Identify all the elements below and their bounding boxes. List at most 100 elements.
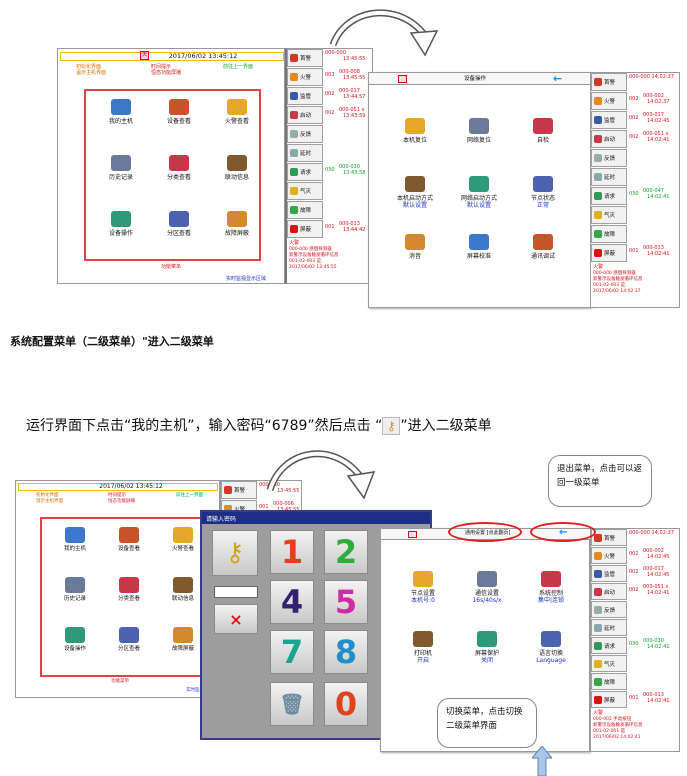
menu-tile[interactable]: 屏幕校准 [451,234,507,260]
digit-2-button[interactable]: 2 [324,530,368,574]
menu-tile[interactable]: 自检 [515,118,571,144]
menu-tile[interactable]: 历史记录 [50,577,100,603]
digit-0-button[interactable]: 0 [324,682,368,726]
menu-tile[interactable]: 本机启动方式默认设置 [387,176,443,209]
digit-4-button[interactable]: 4 [270,580,314,624]
digit-7-button[interactable]: 7 [270,630,314,674]
key-confirm-button[interactable]: ⚷ [212,530,258,576]
sidebar-code: 000-017 [643,112,664,118]
log-title: 火警 [289,240,300,246]
tile-label: 节点设置 [410,590,435,597]
sidebar-label: 监管 [604,118,616,124]
sidebar-code: 000-000 14:02:37 [629,74,674,80]
menu-tile[interactable]: 节点状态正常 [515,176,571,209]
clear-button[interactable]: × [214,604,258,634]
menu-tile[interactable]: 分区查看 [104,627,154,653]
sidebar-button-3[interactable]: 启动 [591,130,627,148]
menu-tile[interactable]: 分类查看 [154,155,204,181]
sidebar-button-0[interactable]: 首警 [221,481,257,499]
sidebar-button-7[interactable]: 气灭 [591,655,627,672]
status-icon [594,173,602,181]
sidebar-button-9[interactable]: 屏蔽 [287,220,323,238]
sidebar-button-6[interactable]: 请求 [287,163,323,181]
sidebar-button-4[interactable]: 反馈 [287,125,323,143]
sidebar-button-2[interactable]: 监管 [287,87,323,105]
menu-tile[interactable]: 我的主机 [96,99,146,125]
sidebar-count: 002 [325,110,335,116]
menu-tile[interactable]: 通讯调试 [515,234,571,260]
header-mid-sub2: 恒态功能屏播 [108,499,135,504]
menu-tile[interactable]: 本机复位 [387,118,443,144]
menu-tile[interactable]: 故障屏蔽 [212,211,262,237]
menu-tile[interactable]: 网络复位 [451,118,507,144]
menu-tile[interactable]: 我的主机 [50,527,100,553]
password-input[interactable] [214,586,258,598]
status-icon [290,225,298,233]
menu-tile[interactable]: 火警查看 [158,527,208,553]
sidebar-button-9[interactable]: 屏蔽 [591,691,627,708]
log-line: 000-002 手动按钮 [593,717,632,722]
sidebar-button-4[interactable]: 反馈 [591,601,627,618]
recycle-bin-button[interactable]: 🗑 [270,682,314,726]
menu-tile[interactable]: 联动信息 [212,155,262,181]
sidebar-button-1[interactable]: 火警 [591,92,627,110]
sidebar-button-8[interactable]: 故障 [591,225,627,243]
s2-menu-icon[interactable] [398,75,407,83]
menu-tile[interactable]: 打印机开启 [395,631,451,664]
tile-label: 网络启动方式 [460,195,497,202]
menu-tile[interactable]: 火警查看 [212,99,262,125]
menu-tile[interactable]: 网络启动方式默认设置 [451,176,507,209]
tile-icon [65,527,85,543]
sidebar-button-9[interactable]: 屏蔽 [591,244,627,262]
digit-5-button[interactable]: 5 [324,580,368,624]
sidebar-button-7[interactable]: 气灭 [591,206,627,224]
sidebar-button-0[interactable]: 首警 [287,49,323,67]
sidebar-button-2[interactable]: 监管 [591,565,627,582]
sidebar-button-1[interactable]: 火警 [287,68,323,86]
digit-1-button[interactable]: 1 [270,530,314,574]
menu-tile[interactable]: 系统控制集中|连锁 [523,571,579,604]
tile-icon [469,118,489,134]
sidebar-button-5[interactable]: 延时 [591,168,627,186]
sidebar-button-8[interactable]: 故障 [591,673,627,690]
menu-tile[interactable]: 设备查看 [104,527,154,553]
menu-tile[interactable]: 屏幕保护关闭 [459,631,515,664]
sidebar-button-7[interactable]: 气灭 [287,182,323,200]
back-arrow-icon[interactable]: ← [553,72,563,85]
sidebar-code: 000-013 [643,692,664,698]
sidebar-button-3[interactable]: 启动 [591,583,627,600]
sidebar-button-6[interactable]: 请求 [591,187,627,205]
sidebar-code: 000-051 x [339,107,365,113]
sidebar-count: 030 [629,641,639,647]
menu-tile[interactable]: 节点设置本机号:0 [395,571,451,604]
menu-tile[interactable]: 历史记录 [96,155,146,181]
menu-tile[interactable]: 消音 [387,234,443,260]
menu-tile[interactable]: 联动信息 [158,577,208,603]
sidebar-button-1[interactable]: 火警 [591,547,627,564]
tile-label: 分类查看 [117,596,140,602]
sidebar-button-5[interactable]: 延时 [287,144,323,162]
header-left-icon[interactable]: 关 [140,51,149,60]
s4-menu-icon[interactable] [408,531,417,538]
menu-tile[interactable]: 故障屏蔽 [158,627,208,653]
sidebar-button-3[interactable]: 启动 [287,106,323,124]
sidebar-label: 屏蔽 [300,227,312,233]
sidebar-button-6[interactable]: 请求 [591,637,627,654]
sidebar-label: 延时 [604,625,616,632]
sidebar-count: 002 [629,134,639,140]
sidebar-button-8[interactable]: 故障 [287,201,323,219]
menu-tile[interactable]: 设备查看 [154,99,204,125]
status-icon [594,569,602,578]
menu-tile[interactable]: 设备操作 [50,627,100,653]
sidebar-button-4[interactable]: 反馈 [591,149,627,167]
menu-tile[interactable]: 分类查看 [104,577,154,603]
menu-tile[interactable]: 分区查看 [154,211,204,237]
sidebar-button-0[interactable]: 首警 [591,529,627,546]
menu-tile[interactable]: 设备操作 [96,211,146,237]
digit-8-button[interactable]: 8 [324,630,368,674]
sidebar-button-5[interactable]: 延时 [591,619,627,636]
sidebar-button-0[interactable]: 首警 [591,73,627,91]
sidebar-button-2[interactable]: 监管 [591,111,627,129]
